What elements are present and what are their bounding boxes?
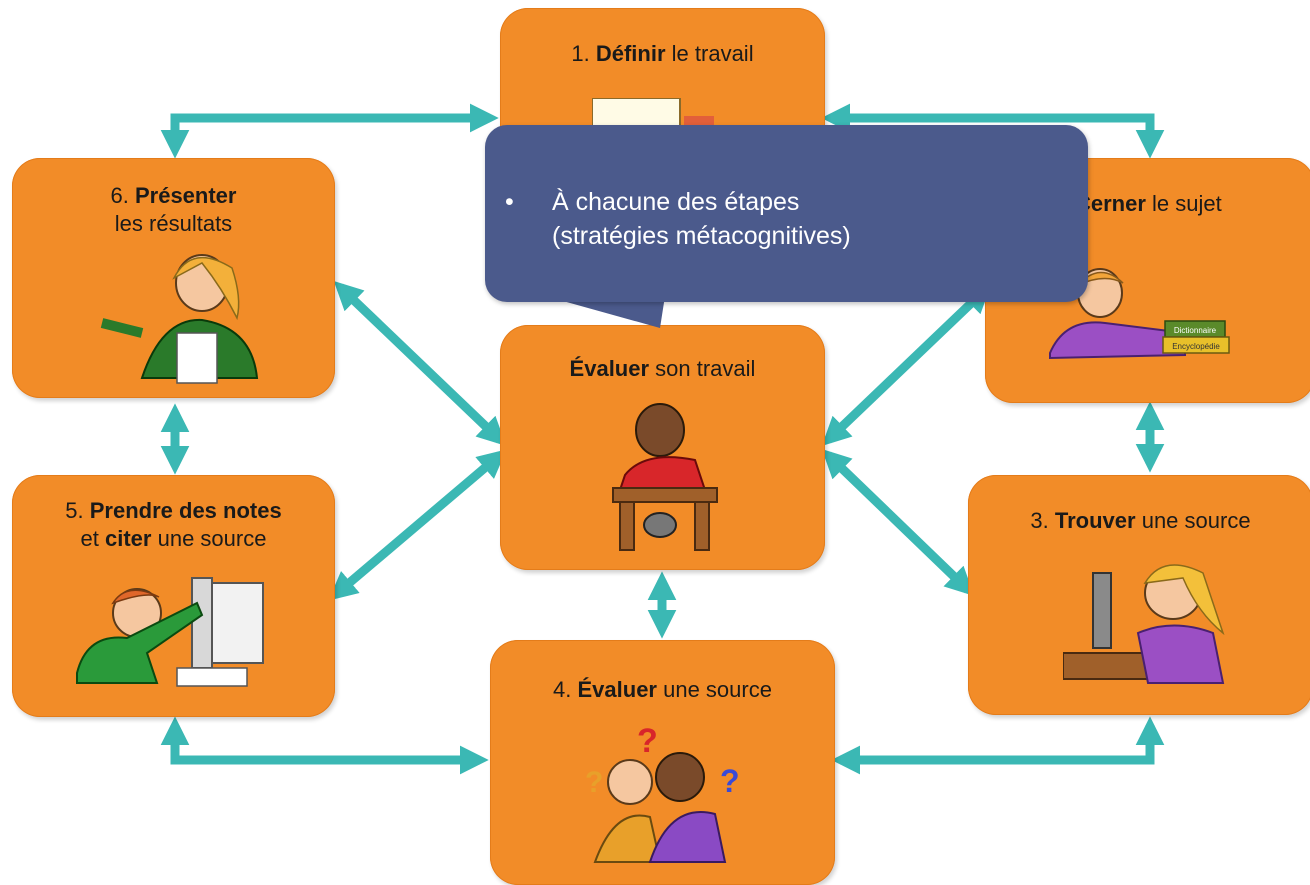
thinking-student-desk-illustration [612,403,718,551]
arrow-6-1 [160,103,499,159]
step-5-line2: et citer une source [80,526,267,551]
callout-item: • À chacune des étapes (stratégies métac… [505,185,851,253]
step-4-box: 4. Évaluer une source ? ? ? [490,640,835,885]
callout-list: • À chacune des étapes (stratégies métac… [505,185,851,253]
callout-line-1: À chacune des étapes [552,188,800,216]
step-6-title: 6. Présenter les résultats [12,182,335,238]
arrow-3-center [821,449,975,596]
step-6-box: 6. Présenter les résultats [12,158,335,398]
svg-text:?: ? [637,722,658,760]
step-2-title: Cerner le sujet [1075,191,1222,216]
svg-text:Dictionnaire: Dictionnaire [1174,326,1217,335]
arrow-3-4 [831,716,1165,775]
center-evaluate-box: Évaluer son travail [500,325,825,570]
arrow-1-2 [821,103,1165,159]
note-taking-illustration [76,577,264,687]
step-6-line2: les résultats [114,211,233,236]
svg-text:?: ? [720,763,740,799]
arrow-2-center [821,284,992,446]
step-3-box: 3. Trouver une source [968,475,1310,715]
svg-text:?: ? [585,766,603,799]
step-5-line1: 5. Prendre des notes [65,498,282,523]
arrow-5-center [328,449,507,601]
svg-text:Encyclopédie: Encyclopédie [1172,342,1220,351]
step-4-title: 4. Évaluer une source [553,677,772,702]
question-students-illustration: ? ? ? [585,722,740,863]
center-title: Évaluer son travail [569,356,756,381]
step-3-title: 3. Trouver une source [1030,508,1251,533]
bullet-icon: • [505,188,514,216]
step-6-line1: 6. Présenter [110,183,237,208]
arrow-6-center [333,281,507,446]
computer-user-illustration [1063,564,1225,684]
arrow-5-4 [160,716,489,775]
callout-box: • À chacune des étapes (stratégies métac… [485,125,1088,302]
presenter-illustration [100,254,259,384]
callout-line-2: (stratégies métacognitives) [552,222,851,250]
step-1-title: 1. Définir le travail [571,41,754,66]
step-5-title: 5. Prendre des notes et citer une source [12,497,335,553]
step-5-box: 5. Prendre des notes et citer une source [12,475,335,717]
